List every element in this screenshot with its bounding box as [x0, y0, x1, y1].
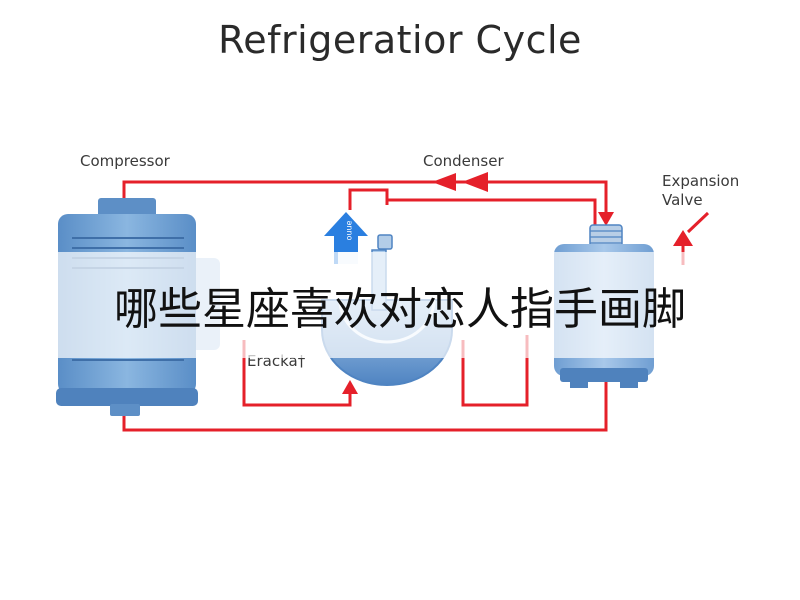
compressor-label: Compressor [80, 152, 170, 170]
pipe-inner-loop [348, 188, 597, 225]
diagram-title: Refrigeratior Cycle [218, 18, 582, 62]
expansion-valve-label: Expansion Valve [662, 172, 740, 209]
arrow-tag: ouue [344, 220, 354, 241]
pipe-expansion-pointer [686, 211, 710, 234]
flow-arrow-evap-up [342, 380, 358, 394]
flow-arrow-condenser-2 [432, 173, 456, 191]
pipe-u-bend [461, 335, 529, 407]
flow-arrow-expansion-up [673, 230, 693, 246]
condenser-label: Condenser [423, 152, 504, 170]
pipe-compressor-to-condenser [122, 180, 608, 220]
flow-arrows [342, 172, 693, 394]
overlay-caption: 哪些星座喜欢对恋人指手画脚 [114, 284, 686, 335]
pipe-evaporator-feed [242, 340, 352, 407]
caption-band [55, 252, 745, 358]
pipe-bottom-return [122, 380, 608, 432]
flow-arrow-tank-down [598, 212, 614, 226]
flow-arrow-condenser-1 [462, 172, 488, 192]
